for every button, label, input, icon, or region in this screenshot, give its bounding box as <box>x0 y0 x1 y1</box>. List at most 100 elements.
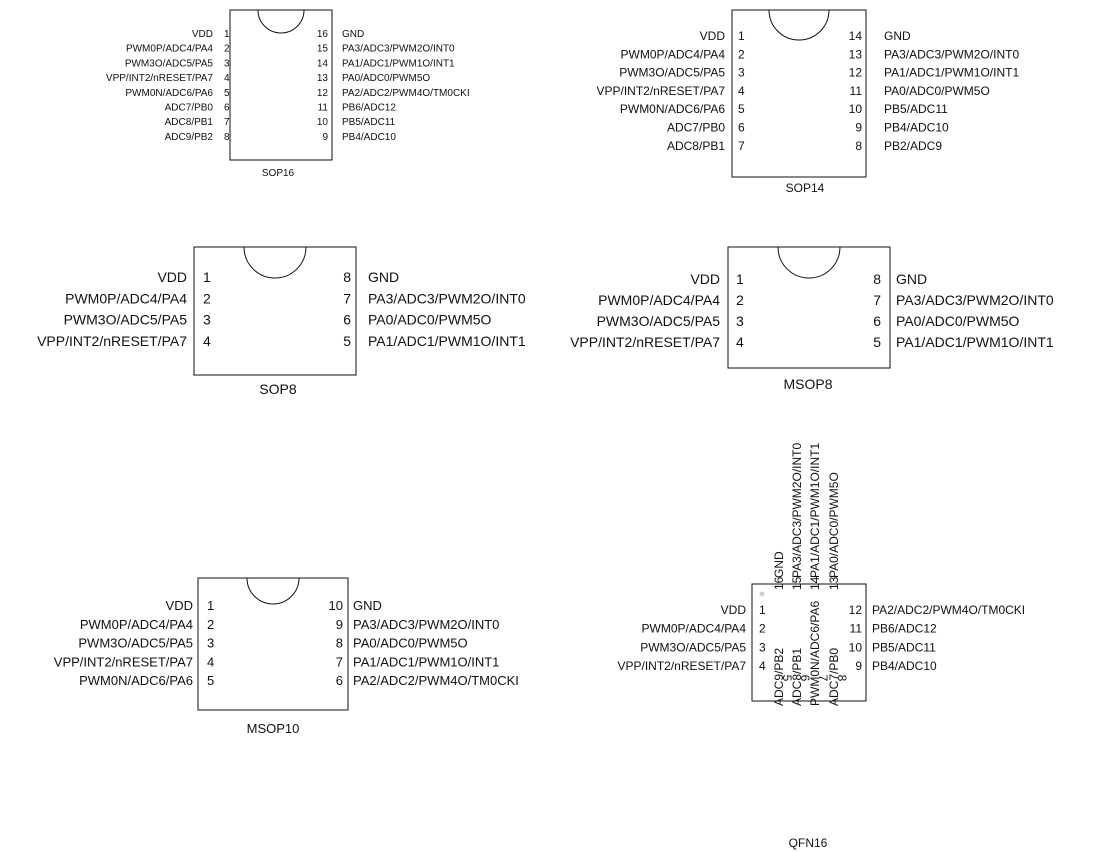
pin-label: PWM0N/ADC6/PA6 <box>620 102 725 116</box>
pin-number: 6 <box>798 675 812 682</box>
pin-number: 5 <box>738 102 745 116</box>
pin-label: VDD <box>157 269 187 285</box>
pin-number: 3 <box>759 640 766 654</box>
ic-body-sop8 <box>193 246 357 376</box>
pin-label: PWM0P/ADC4/PA4 <box>598 292 720 308</box>
pin-label: PA1/ADC1/PWM1O/INT1 <box>353 654 499 669</box>
pin-number: 6 <box>738 121 745 135</box>
pin-number: 7 <box>336 654 343 669</box>
pin-number: 8 <box>224 132 230 143</box>
pin-number: 14 <box>317 58 329 69</box>
pin-label: PA3/ADC3/PWM2O/INT0 <box>368 290 526 306</box>
pin-label: PB2/ADC9 <box>884 139 942 153</box>
pin-number: 4 <box>738 84 745 98</box>
pin-label: ADC7/PB0 <box>667 121 725 135</box>
pin-label: PA0/ADC0/PWM5O <box>353 636 468 651</box>
package-name: MSOP10 <box>247 721 300 736</box>
pin-number: 8 <box>343 269 351 285</box>
pin-label: GND <box>368 269 399 285</box>
pin-label: PA0/ADC0/PWM5O <box>896 313 1020 329</box>
pin-number: 2 <box>207 617 214 632</box>
pin-label: PA0/ADC0/PWM5O <box>827 472 841 578</box>
pin-number: 8 <box>336 636 343 651</box>
pin-label: GND <box>896 271 927 287</box>
pin-label: PWM0P/ADC4/PA4 <box>642 622 747 636</box>
pin-number: 6 <box>336 673 343 688</box>
pin-label: PWM3O/ADC5/PA5 <box>125 58 214 69</box>
pin-number: 2 <box>738 47 745 61</box>
ic-body-msop10 <box>197 577 349 711</box>
pin-number: 2 <box>759 622 766 636</box>
pin-number: 10 <box>849 102 863 116</box>
package-name: MSOP8 <box>783 376 832 392</box>
pin-label: PA1/ADC1/PWM1O/INT1 <box>808 443 822 578</box>
pin-label: PA3/ADC3/PWM2O/INT0 <box>342 44 455 55</box>
pin-number: 3 <box>738 66 745 80</box>
pin-label: PWM3O/ADC5/PA5 <box>64 312 188 328</box>
pin-number: 12 <box>849 603 863 617</box>
pin-label: ADC8/PB1 <box>790 648 804 706</box>
pin-label: GND <box>353 598 382 613</box>
pin-label: ADC8/PB1 <box>667 139 725 153</box>
pin-label: PA3/ADC3/PWM2O/INT0 <box>896 292 1054 308</box>
pin-number: 15 <box>790 576 804 590</box>
pin-number: 3 <box>224 58 230 69</box>
ic-body-sop16 <box>229 9 333 161</box>
pin-number: 12 <box>317 88 329 99</box>
pin-label: PWM0P/ADC4/PA4 <box>126 44 213 55</box>
pin-number: 6 <box>873 313 881 329</box>
pin1-dot <box>759 591 765 597</box>
pin-label: VPP/INT2/nRESET/PA7 <box>570 334 720 350</box>
pin-number: 14 <box>849 29 863 43</box>
pin-label: PB5/ADC11 <box>342 117 396 128</box>
pin-number: 1 <box>203 269 211 285</box>
pin-number: 1 <box>224 29 230 40</box>
pin-number: 7 <box>738 139 745 153</box>
pin-number: 16 <box>317 29 329 40</box>
pin1-notch <box>768 9 830 41</box>
pin1-notch <box>777 246 841 279</box>
pin-number: 12 <box>849 66 863 80</box>
pin-label: PB4/ADC10 <box>884 121 949 135</box>
pin-label: PWM3O/ADC5/PA5 <box>640 640 746 654</box>
pin-label: PB4/ADC10 <box>872 659 937 673</box>
pin-number: 3 <box>203 312 211 328</box>
pin-label: PA3/ADC3/PWM2O/INT0 <box>884 47 1019 61</box>
package-name: QFN16 <box>789 836 828 850</box>
pin-label: VDD <box>721 603 747 617</box>
pin-label: PA0/ADC0/PWM5O <box>368 312 492 328</box>
pin-label: PWM3O/ADC5/PA5 <box>619 66 725 80</box>
pin-number: 7 <box>224 117 230 128</box>
pin-number: 1 <box>736 271 744 287</box>
pin-number: 7 <box>873 292 881 308</box>
package-name: SOP16 <box>262 168 295 179</box>
pin-label: PA1/ADC1/PWM1O/INT1 <box>884 66 1019 80</box>
pin-number: 2 <box>224 44 230 55</box>
pin1-notch <box>246 577 300 605</box>
pin-number: 7 <box>343 290 351 306</box>
pin-label: PA3/ADC3/PWM2O/INT0 <box>353 617 499 632</box>
pin-number: 2 <box>203 290 211 306</box>
pin-number: 13 <box>827 576 841 590</box>
pin-number: 5 <box>780 675 794 682</box>
pin-number: 6 <box>224 103 230 114</box>
pin-number: 3 <box>736 313 744 329</box>
pin-label: ADC9/PB2 <box>772 648 786 706</box>
pin-label: PWM3O/ADC5/PA5 <box>597 313 721 329</box>
pin-number: 5 <box>343 333 351 349</box>
pin-label: PB6/ADC12 <box>342 103 396 114</box>
pin-label: ADC7/PB0 <box>827 648 841 706</box>
pin-label: PWM0P/ADC4/PA4 <box>80 617 193 632</box>
pin-number: 8 <box>873 271 881 287</box>
pin-number: 4 <box>759 659 766 673</box>
pin-label: PA2/ADC2/PWM4O/TM0CKI <box>342 88 470 99</box>
pin-label: VPP/INT2/nRESET/PA7 <box>37 333 187 349</box>
pin-number: 11 <box>850 84 863 98</box>
pin-number: 11 <box>318 103 329 114</box>
pin-label: VDD <box>192 29 213 40</box>
pin-number: 13 <box>849 47 863 61</box>
pin-label: VPP/INT2/nRESET/PA7 <box>54 654 193 669</box>
pin-label: PA2/ADC2/PWM4O/TM0CKI <box>353 673 519 688</box>
pin-number: 4 <box>736 334 744 350</box>
